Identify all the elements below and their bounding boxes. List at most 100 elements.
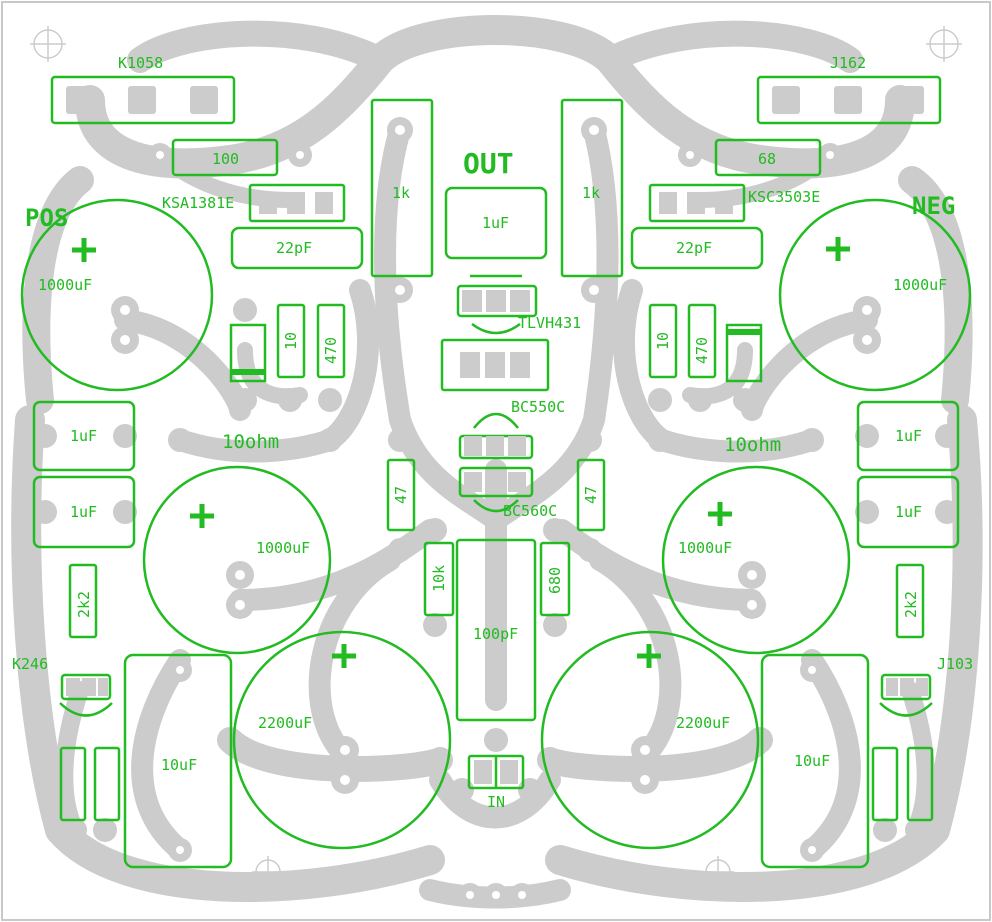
resistor-10k (423, 541, 455, 617)
label-r1k-right: 1k (582, 184, 600, 202)
label-k1058: K1058 (118, 54, 163, 72)
capacitor-2200uf-left (232, 630, 452, 850)
label-r470-left: 470 (322, 337, 340, 364)
capacitor-10uf-right (760, 653, 870, 869)
mounting-holes (30, 26, 962, 888)
label-c22pf-left: 22pF (276, 239, 312, 257)
copper-trace (692, 147, 838, 208)
transistor-bc550c-arc (473, 412, 519, 429)
diode-left (229, 323, 267, 383)
silkscreen-layer (20, 75, 972, 869)
label-ksc3503e: KSC3503E (748, 188, 820, 206)
copper-trace (127, 20, 393, 73)
label-c2200uf-right: 2200uF (676, 714, 730, 732)
label-c1uf-l2: 1uF (70, 503, 97, 521)
label-r10ohm-left: 10ohm (222, 431, 279, 453)
label-c1000uf-pos: 1000uF (38, 276, 92, 294)
capacitor-1uf-r2 (856, 475, 960, 549)
copper-trace (551, 519, 763, 611)
transistor-j103-arc (879, 702, 933, 717)
capacitor-22pf-right (630, 226, 764, 270)
label-r47-right: 47 (582, 486, 600, 504)
resistor-2k2-left (68, 563, 98, 639)
capacitor-22pf-left (230, 226, 364, 270)
label-c1uf-out: 1uF (482, 214, 509, 232)
label-c10uf-right: 10uF (794, 752, 830, 770)
transistor-ksc3503e (648, 183, 746, 223)
label-r68: 68 (758, 150, 776, 168)
resistor-small-r1 (871, 746, 899, 822)
resistor-10-right (648, 303, 678, 379)
label-c10uf-left: 10uF (161, 756, 197, 774)
capacitor-1000uf-pos (20, 198, 214, 392)
copper-trace (485, 119, 619, 531)
heading-in: IN (487, 793, 505, 811)
label-r47-left: 47 (392, 486, 410, 504)
capacitor-100pf (455, 538, 537, 722)
resistor-1k-right (560, 98, 624, 278)
polarity-marks (72, 237, 850, 668)
label-c1000uf-mr: 1000uF (678, 539, 732, 557)
capacitor-1000uf-neg (778, 198, 972, 392)
label-bc550c: BC550C (511, 398, 565, 416)
resistor-small-l1 (59, 746, 87, 822)
connector-pads (66, 86, 928, 784)
header-middle (440, 338, 550, 392)
copper-trace (597, 20, 863, 73)
label-r470-right: 470 (693, 337, 711, 364)
transistor-k246-arc (59, 702, 113, 717)
resistor-small-l2 (93, 746, 121, 822)
label-r100: 100 (212, 150, 239, 168)
resistor-470-left (316, 303, 346, 379)
label-c1000uf-ml: 1000uF (256, 539, 310, 557)
copper-trace (545, 405, 983, 903)
label-c1uf-r2: 1uF (895, 503, 922, 521)
connector-j162 (756, 75, 942, 125)
resistor-680 (539, 541, 571, 617)
label-r10k: 10k (430, 565, 448, 592)
label-r2k2-left: 2k2 (75, 591, 93, 618)
label-r10-right: 10 (654, 332, 672, 350)
ic-tlvh431-arc (471, 322, 521, 335)
label-c100pf: 100pF (473, 625, 518, 643)
resistor-47-left (386, 458, 416, 532)
copper-trace (801, 649, 861, 861)
label-r10-left: 10 (282, 332, 300, 350)
capacitor-1000uf-mr (661, 465, 851, 655)
heading-neg: NEG (912, 192, 955, 220)
capacitor-1uf-l1 (32, 400, 136, 472)
copper-trace (75, 15, 915, 179)
label-k246: K246 (12, 655, 48, 673)
copper-trace (11, 405, 445, 903)
label-r680: 680 (546, 567, 564, 594)
copper-trace (308, 549, 401, 761)
resistor-10-left (276, 303, 306, 379)
transistor-j103-body (880, 673, 932, 701)
label-ksa1381e: KSA1381E (162, 194, 234, 212)
label-tlvh431: TLVH431 (518, 314, 581, 332)
resistor-68 (714, 138, 822, 177)
resistor-2k2-right (895, 563, 925, 639)
label-c1uf-l1: 1uF (70, 427, 97, 445)
transistor-k246-body (60, 673, 112, 701)
label-c1000uf-neg: 1000uF (893, 276, 947, 294)
label-r1k-left: 1k (392, 184, 410, 202)
copper-trace (22, 166, 94, 414)
capacitor-1uf-l2 (32, 475, 136, 549)
capacitor-1uf-out (444, 186, 548, 260)
label-bc560c: BC560C (503, 502, 557, 520)
resistor-470-right (687, 303, 717, 379)
heading-pos: POS (25, 204, 68, 232)
resistor-1k-left (370, 98, 434, 278)
resistor-100 (171, 138, 279, 177)
transistor-bc560c-arc (473, 499, 519, 513)
capacitor-1000uf-ml (142, 465, 332, 655)
label-c1uf-r1: 1uF (895, 427, 922, 445)
copper-trace (55, 681, 89, 839)
capacitor-1uf-r1 (856, 400, 960, 472)
ic-tlvh431-body (456, 284, 538, 318)
silkscreen-labels: OUT POS NEG IN K1058 J162 100 68 KSA1381… (12, 54, 973, 811)
resistor-47-right (576, 458, 606, 532)
connector-k1058 (50, 75, 236, 125)
